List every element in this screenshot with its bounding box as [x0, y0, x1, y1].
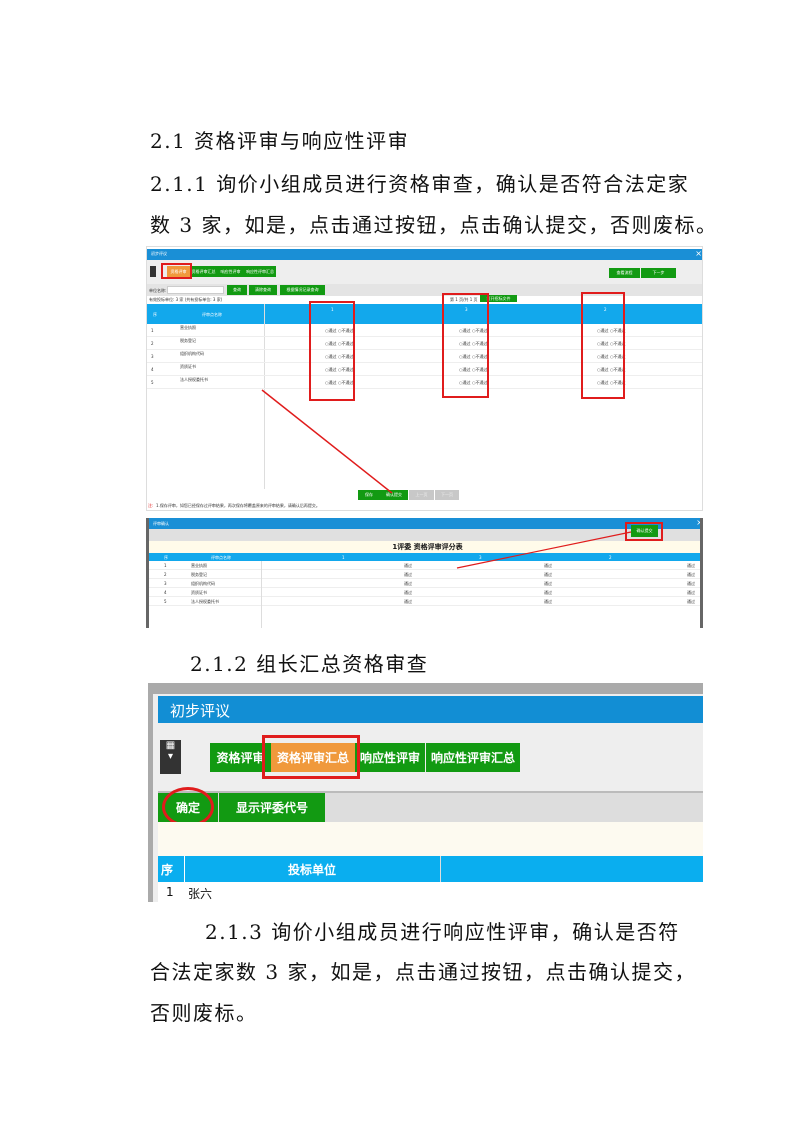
menu-grid-icon[interactable]: ▦▾	[160, 740, 181, 774]
pass-radio[interactable]: ○通过	[597, 328, 609, 333]
table-title: 1评委 资格评审评分表	[149, 541, 700, 553]
fail-radio[interactable]: ○不通过	[338, 328, 354, 333]
next-page-button[interactable]: 下一页	[435, 490, 459, 500]
paragraph-line: 数 3 家，如是，点击通过按钮，点击确认提交，否则废标。	[150, 213, 718, 237]
confirm-submit-button[interactable]: 确认提交	[380, 490, 408, 500]
save-button[interactable]: 保存	[358, 490, 380, 500]
annotation-arrow	[456, 531, 632, 569]
window-title: 评审确认	[153, 521, 169, 526]
fail-radio[interactable]: ○不通过	[472, 341, 488, 346]
confirm-screenshot: 评审确认 × 1评委 资格评审评分表 确认提交 序 评审点名称 1 3 2 1 …	[146, 518, 703, 628]
fail-radio[interactable]: ○不通过	[472, 328, 488, 333]
pass-radio[interactable]: ○通过	[325, 341, 337, 346]
tab-response-review[interactable]: 响应性评审	[217, 266, 244, 277]
prev-page-button[interactable]: 上一页	[409, 490, 434, 500]
clear-search-button[interactable]: 清除查询	[249, 285, 277, 295]
pass-radio[interactable]: ○通过	[325, 367, 337, 372]
bidder-count-info: 有效投标单位: 3 家 (共有投标单位: 3 家)	[149, 297, 223, 302]
pass-radio[interactable]: ○通过	[597, 354, 609, 359]
pass-radio[interactable]: ○通过	[597, 367, 609, 372]
confirm-submit-button[interactable]: 确认提交	[631, 525, 658, 537]
note-label: 注:	[148, 503, 154, 508]
window-title: 初步评议	[151, 251, 167, 256]
table-header: 序 评审点名称 1 3 2	[147, 304, 702, 324]
fail-radio[interactable]: ○不通过	[472, 380, 488, 385]
section-heading: 2.1 资格评审与响应性评审	[150, 129, 410, 153]
pass-radio[interactable]: ○通过	[459, 380, 471, 385]
tab-response-summary[interactable]: 响应性评审汇总	[426, 743, 520, 772]
tab-response-review[interactable]: 响应性评审	[355, 743, 425, 772]
fail-radio[interactable]: ○不通过	[338, 341, 354, 346]
fail-radio[interactable]: ○不通过	[472, 367, 488, 372]
tab-qualification-review[interactable]: 资格评审	[167, 266, 190, 277]
fail-radio[interactable]: ○不通过	[610, 354, 626, 359]
table-row: 2 税务登记 通过 通过 通过	[149, 570, 700, 579]
pass-radio[interactable]: ○通过	[459, 341, 471, 346]
pass-radio[interactable]: ○通过	[325, 354, 337, 359]
highlight-box	[161, 263, 192, 279]
paragraph-line: 合法定家数 3 家，如是，点击通过按钮，点击确认提交，	[150, 960, 696, 984]
fail-radio[interactable]: ○不通过	[472, 354, 488, 359]
pass-radio[interactable]: ○通过	[459, 367, 471, 372]
table-row: 3 组织机构代码 通过 通过 通过	[149, 579, 700, 588]
show-reviewer-code-button[interactable]: 显示评委代号	[219, 793, 325, 822]
table-row: 5 法人授权委托书 通过 通过 通过	[149, 597, 700, 606]
summary-screenshot: 初步评议 ▦▾ 资格评审 资格评审汇总 响应性评审 响应性评审汇总 确定 显示评…	[148, 683, 703, 902]
pass-radio[interactable]: ○通过	[325, 380, 337, 385]
table-row: 4 资质证书 通过 通过 通过	[149, 588, 700, 597]
table-row: 4 资质证书○通过○不通过○通过○不通过○通过○不通过	[147, 363, 702, 376]
search-label: 单位名称:	[149, 288, 167, 293]
fail-radio[interactable]: ○不通过	[338, 380, 354, 385]
table-row: 1 营业执照○通过○不通过○通过○不通过○通过○不通过	[147, 324, 702, 337]
table-row: 1 营业执照 通过 通过 通过	[149, 561, 700, 570]
table-row: 5 法人授权委托书○通过○不通过○通过○不通过○通过○不通过	[147, 376, 702, 389]
highlight-box	[262, 735, 360, 779]
pass-radio[interactable]: ○通过	[325, 328, 337, 333]
title-bar: 初步评议 ×	[147, 249, 702, 260]
tab-response-summary[interactable]: 响应性评审汇总	[244, 266, 276, 277]
tab-qualification-review[interactable]: 资格评审	[210, 743, 271, 772]
column-header-index: 序	[161, 863, 174, 877]
fail-radio[interactable]: ○不通过	[610, 328, 626, 333]
highlight-circle	[162, 787, 214, 827]
paragraph-line: 2.1.1 询价小组成员进行资格审查，确认是否符合法定家	[150, 172, 690, 196]
next-step-button[interactable]: 下一步	[641, 268, 676, 278]
paragraph-line: 2.1.3 询价小组成员进行响应性评审，确认是否符	[205, 920, 680, 944]
table-row: 3 组织机构代码○通过○不通过○通过○不通过○通过○不通过	[147, 350, 702, 363]
table-row: 1 张六	[158, 882, 703, 902]
column-header-bidder: 投标单位	[288, 863, 337, 877]
fail-radio[interactable]: ○不通过	[610, 367, 626, 372]
tab-qualification-summary[interactable]: 资格评审汇总	[271, 743, 355, 772]
section-heading: 2.1.2 组长汇总资格审查	[190, 652, 429, 676]
pass-radio[interactable]: ○通过	[597, 380, 609, 385]
fail-radio[interactable]: ○不通过	[610, 380, 626, 385]
pass-radio[interactable]: ○通过	[597, 341, 609, 346]
condition-search-button[interactable]: 根据情况记录查询	[280, 285, 325, 295]
pager-text: 第 1 页/共 1 页	[450, 297, 478, 302]
close-icon[interactable]: ×	[695, 249, 702, 258]
pass-radio[interactable]: ○通过	[459, 354, 471, 359]
fail-radio[interactable]: ○不通过	[338, 354, 354, 359]
paragraph-line: 否则废标。	[150, 1001, 258, 1025]
fail-radio[interactable]: ○不通过	[338, 367, 354, 372]
close-icon[interactable]: ×	[696, 518, 703, 527]
note-text: 1.保存评审，如您已经保存过评审结果，再次保存将覆盖原来的评审结果，请确认后再提…	[156, 503, 320, 508]
review-screenshot: 初步评议 × 资格评审 资格评审汇总 响应性评审 响应性评审汇总 查看流程 下一…	[146, 246, 703, 511]
search-input[interactable]	[167, 286, 224, 294]
pass-radio[interactable]: ○通过	[459, 328, 471, 333]
search-button[interactable]: 查询	[227, 285, 247, 295]
menu-grid-icon[interactable]	[150, 266, 156, 277]
view-flow-button[interactable]: 查看流程	[609, 268, 640, 278]
table-row: 2 税务登记○通过○不通过○通过○不通过○通过○不通过	[147, 337, 702, 350]
window-title: 初步评议	[158, 696, 703, 723]
fail-radio[interactable]: ○不通过	[610, 341, 626, 346]
open-tender-doc-button[interactable]: 打开招标文件	[480, 295, 517, 302]
annotation-arrow	[261, 389, 393, 494]
tab-qualification-summary[interactable]: 资格评审汇总	[190, 266, 217, 277]
